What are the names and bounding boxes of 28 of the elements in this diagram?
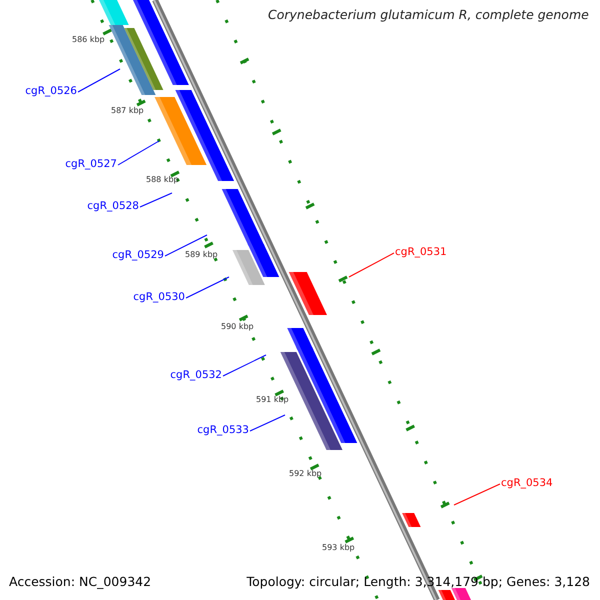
leader-line — [78, 68, 120, 92]
position-label: 587 kbp — [111, 107, 144, 115]
gene-label: cgR_0526 — [25, 86, 77, 96]
position-label: 592 kbp — [289, 470, 322, 478]
position-label: 588 kbp — [146, 176, 179, 184]
leader-line — [222, 354, 266, 376]
leader-line — [454, 484, 500, 506]
position-label: 593 kbp — [322, 544, 355, 552]
gene-label: cgR_0530 — [133, 292, 185, 302]
position-label: 590 kbp — [221, 323, 254, 331]
leader-line — [164, 234, 208, 256]
leader-line — [140, 192, 172, 208]
gene-label: cgR_0532 — [170, 370, 222, 380]
position-label: 589 kbp — [185, 251, 218, 259]
leader-line — [186, 276, 230, 298]
genome-info: Accession: NC_009342 — [9, 576, 152, 588]
gene-label: cgR_0528 — [87, 201, 139, 212]
position-label: 586 kbp — [72, 36, 105, 44]
gene-label: cgR_0534 — [501, 478, 553, 488]
gene-label: cgR_0531 — [395, 247, 447, 258]
leader-line — [348, 252, 394, 278]
position-label: 591 kbp — [256, 396, 289, 404]
genome-info: Topology: circular; Length: 3,314,179 bp; Genes: 3,128 — [246, 576, 590, 588]
gene-label: cgR_0527 — [65, 159, 117, 170]
leader-line — [118, 140, 160, 166]
gene-label: cgR_0533 — [197, 425, 249, 436]
leader-line — [250, 414, 286, 432]
gene-label: cgR_0529 — [112, 250, 164, 260]
